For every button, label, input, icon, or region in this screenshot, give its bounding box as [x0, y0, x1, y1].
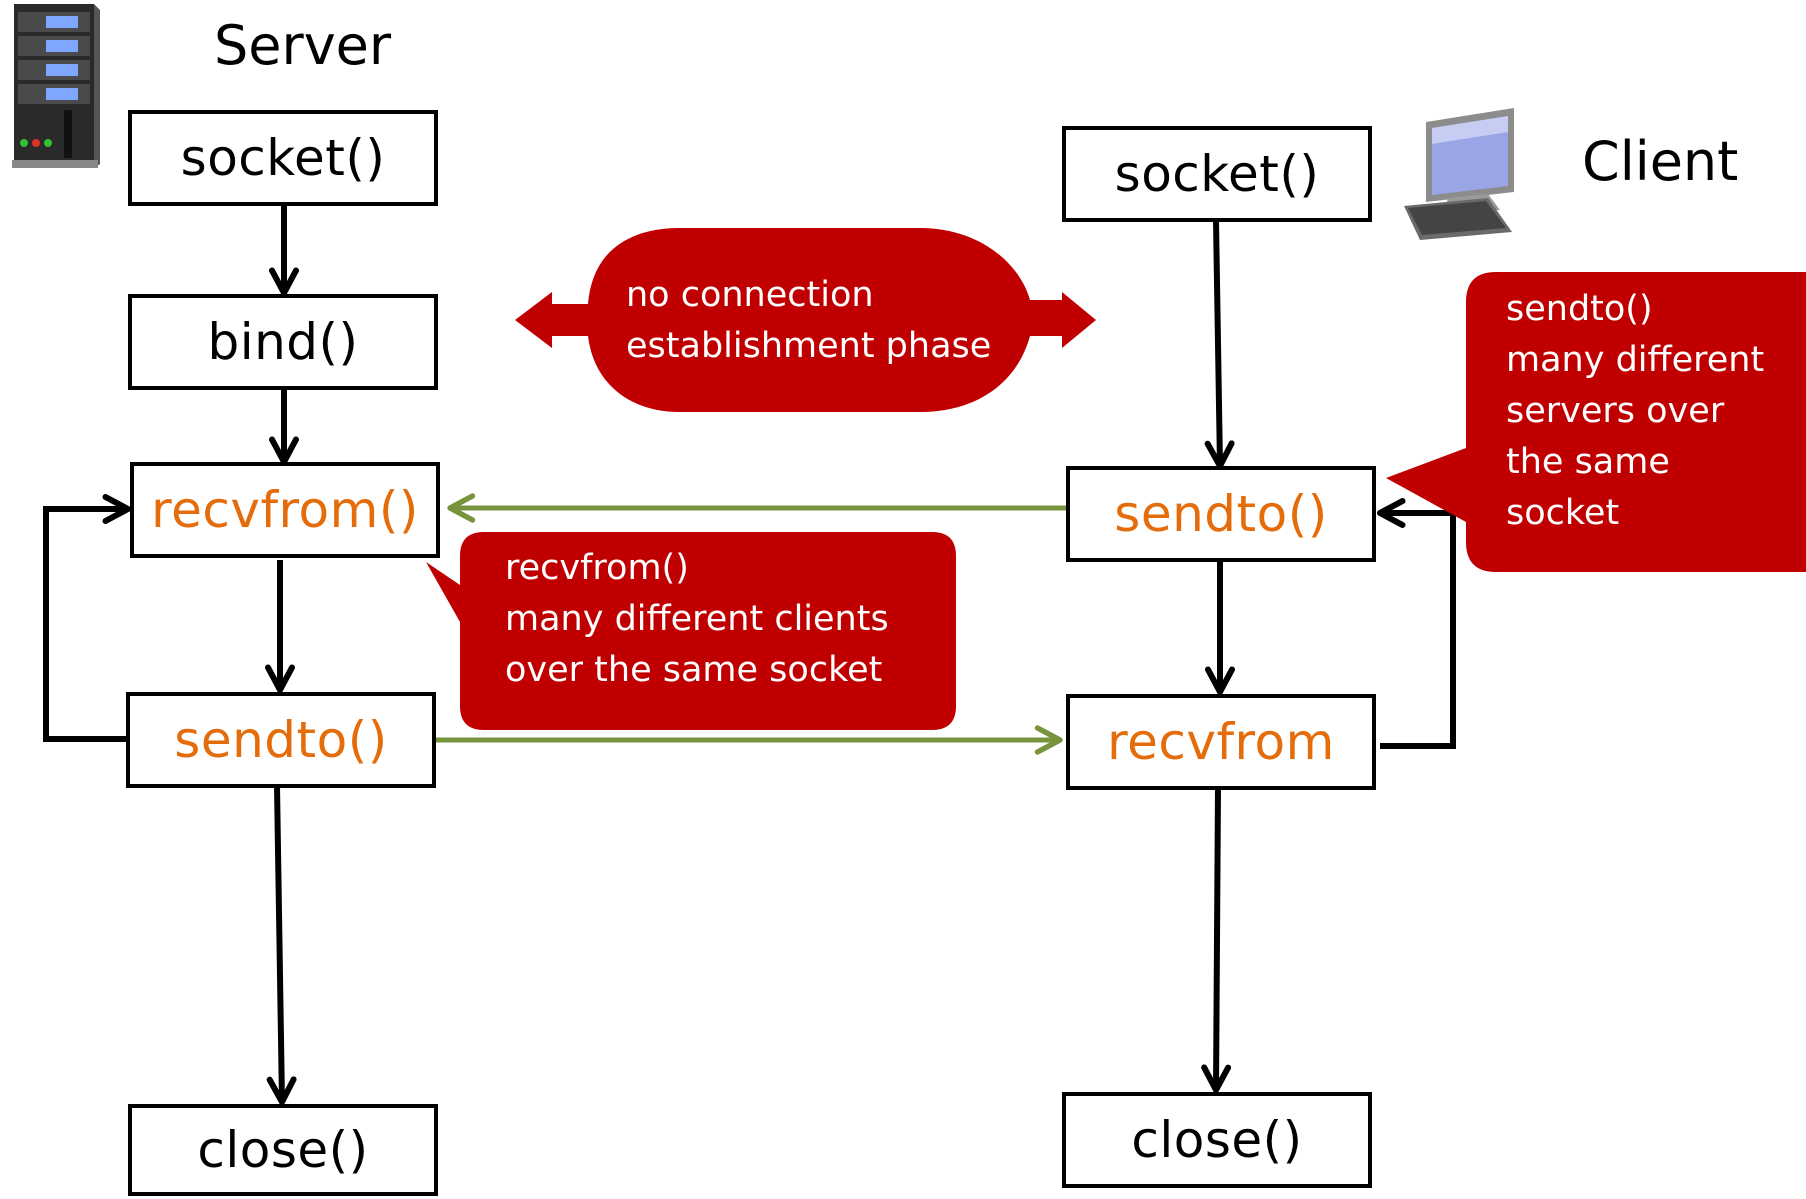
- callout-client-sendto-text: sendto() many different servers over the…: [1506, 284, 1764, 539]
- callout-no-connection-line-1: no connection: [626, 275, 874, 315]
- server-tower-icon: [12, 4, 100, 168]
- callout-client-sendto-line-5: socket: [1506, 493, 1620, 533]
- client-close-box: close(): [1062, 1092, 1372, 1188]
- desktop-computer-icon: [1404, 108, 1514, 240]
- arrow-server-sendto-to-close: [266, 785, 297, 1105]
- server-bind-box: bind(): [128, 294, 438, 390]
- arrow-server-loop-back: [43, 494, 131, 742]
- arrow-client-loop-back: [1377, 498, 1456, 749]
- callout-no-connection-shape: [515, 228, 1096, 412]
- callout-server-recvfrom-line-2: many different clients: [505, 599, 889, 639]
- callout-client-sendto-line-2: many different: [1506, 340, 1765, 380]
- client-sendto-box: sendto(): [1066, 466, 1376, 562]
- callout-no-connection-line-2: establishment phase: [626, 326, 992, 366]
- callout-client-sendto-line-1: sendto(): [1506, 289, 1653, 329]
- callout-server-recvfrom-text: recvfrom() many different clients over t…: [505, 543, 889, 696]
- callout-client-sendto-shape: [1386, 272, 1806, 572]
- callout-client-sendto-line-3: servers over: [1506, 391, 1725, 431]
- client-socket-box: socket(): [1062, 126, 1372, 222]
- callout-server-recvfrom-shape: [426, 532, 956, 730]
- server-sendto-box: sendto(): [126, 692, 436, 788]
- callout-no-connection-text: no connection establishment phase: [626, 270, 991, 372]
- arrow-client-recvfrom-to-close: [1201, 787, 1232, 1093]
- callout-server-recvfrom-line-1: recvfrom(): [505, 548, 689, 588]
- server-label: Server: [214, 14, 392, 77]
- client-recvfrom-box: recvfrom: [1066, 694, 1376, 790]
- client-label: Client: [1582, 130, 1739, 193]
- arrow-client-socket-to-sendto: [1204, 220, 1235, 469]
- callout-client-sendto-line-4: the same: [1506, 442, 1670, 482]
- server-close-box: close(): [128, 1104, 438, 1196]
- server-recvfrom-box: recvfrom(): [130, 462, 440, 558]
- server-socket-box: socket(): [128, 110, 438, 206]
- callout-server-recvfrom-line-3: over the same socket: [505, 650, 883, 690]
